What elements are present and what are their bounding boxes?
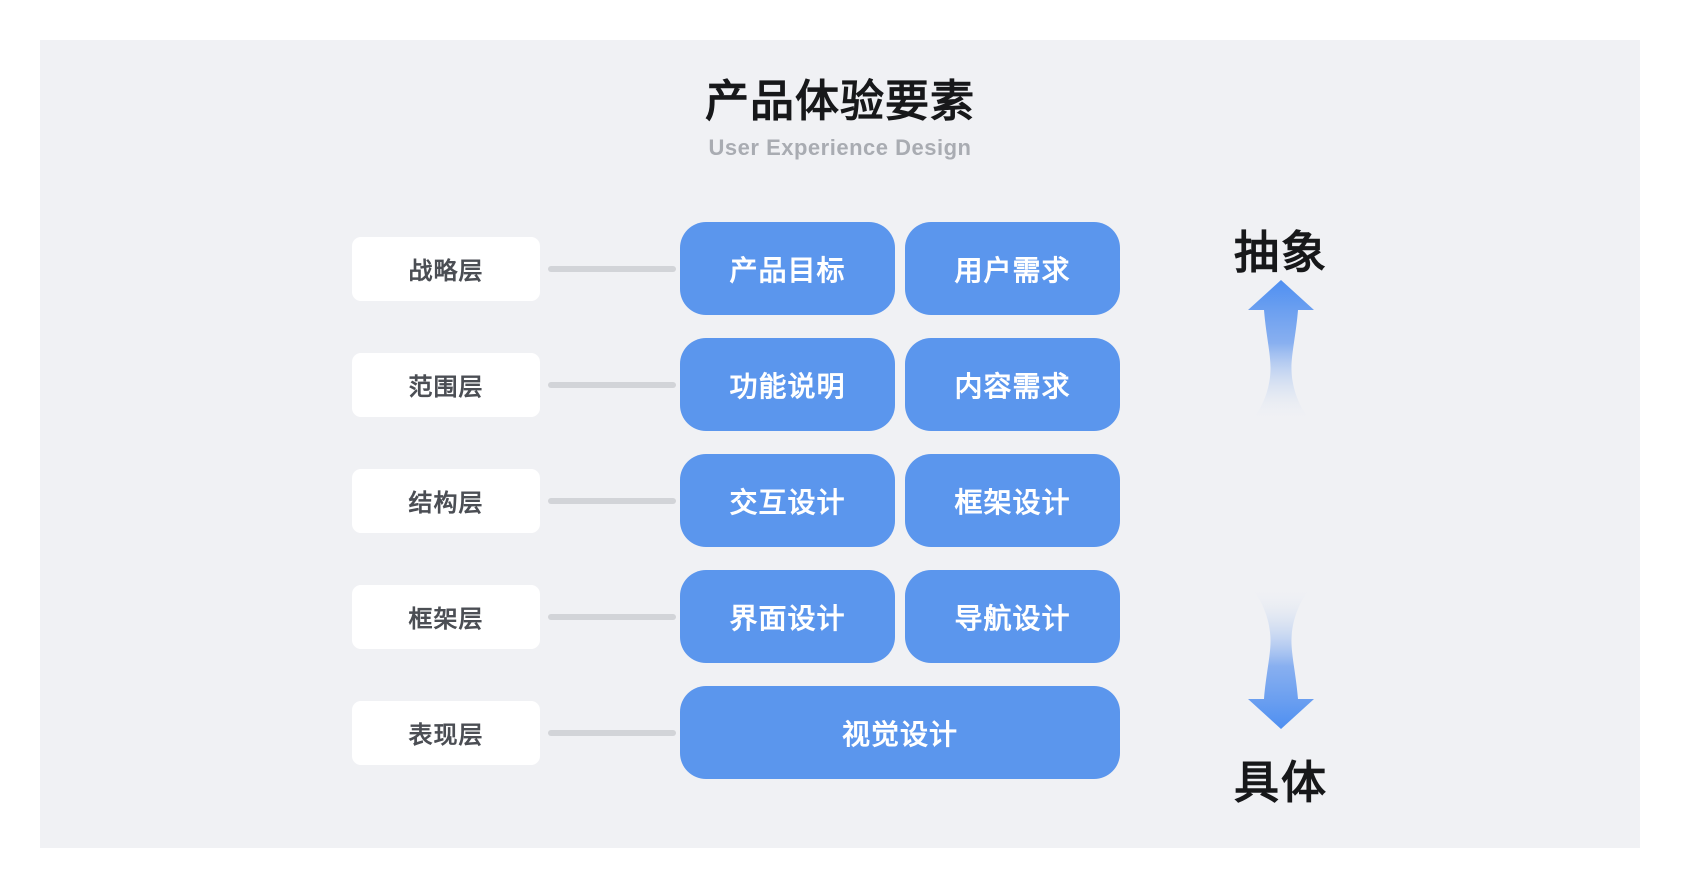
diagram-panel: 产品体验要素 User Experience Design 战略层 产品目标 用… bbox=[40, 40, 1640, 848]
row-scope: 范围层 功能说明 内容需求 bbox=[352, 338, 1120, 431]
layer-label-surface: 表现层 bbox=[352, 700, 540, 765]
item-product-goals: 产品目标 bbox=[680, 222, 895, 315]
layer-label-structure: 结构层 bbox=[352, 468, 540, 533]
diagram-header: 产品体验要素 User Experience Design bbox=[40, 77, 1640, 161]
layer-label-scope: 范围层 bbox=[352, 352, 540, 417]
item-user-needs: 用户需求 bbox=[905, 222, 1120, 315]
strategy-items: 产品目标 用户需求 bbox=[680, 222, 1120, 315]
connector-line bbox=[548, 381, 676, 388]
connector-line bbox=[548, 497, 676, 504]
skeleton-items: 界面设计 导航设计 bbox=[680, 570, 1120, 663]
connector-line bbox=[548, 265, 676, 272]
page-title: 产品体验要素 bbox=[705, 77, 975, 126]
item-interface-design: 界面设计 bbox=[680, 570, 895, 663]
down-arrow-icon bbox=[1248, 589, 1314, 729]
item-functional-specs: 功能说明 bbox=[680, 338, 895, 431]
surface-items: 视觉设计 bbox=[680, 686, 1120, 779]
scope-items: 功能说明 内容需求 bbox=[680, 338, 1120, 431]
item-visual-design: 视觉设计 bbox=[680, 686, 1120, 779]
item-content-requirements: 内容需求 bbox=[905, 338, 1120, 431]
layer-rows: 战略层 产品目标 用户需求 范围层 功能说明 内容需求 结构层 bbox=[352, 222, 1120, 779]
row-structure: 结构层 交互设计 框架设计 bbox=[352, 454, 1120, 547]
item-navigation-design: 导航设计 bbox=[905, 570, 1120, 663]
row-skeleton: 框架层 界面设计 导航设计 bbox=[352, 570, 1120, 663]
connector-line bbox=[548, 613, 676, 620]
structure-items: 交互设计 框架设计 bbox=[680, 454, 1120, 547]
up-arrow-icon bbox=[1248, 280, 1314, 420]
axis-label-concrete: 具体 bbox=[1233, 757, 1329, 808]
axis-label-abstract: 抽象 bbox=[1233, 227, 1329, 278]
row-surface: 表现层 视觉设计 bbox=[352, 686, 1120, 779]
item-interaction-design: 交互设计 bbox=[680, 454, 895, 547]
layer-label-strategy: 战略层 bbox=[352, 236, 540, 301]
item-framework-design: 框架设计 bbox=[905, 454, 1120, 547]
connector-line bbox=[548, 729, 676, 736]
row-strategy: 战略层 产品目标 用户需求 bbox=[352, 222, 1120, 315]
page-subtitle: User Experience Design bbox=[708, 135, 972, 161]
layer-label-skeleton: 框架层 bbox=[352, 584, 540, 649]
